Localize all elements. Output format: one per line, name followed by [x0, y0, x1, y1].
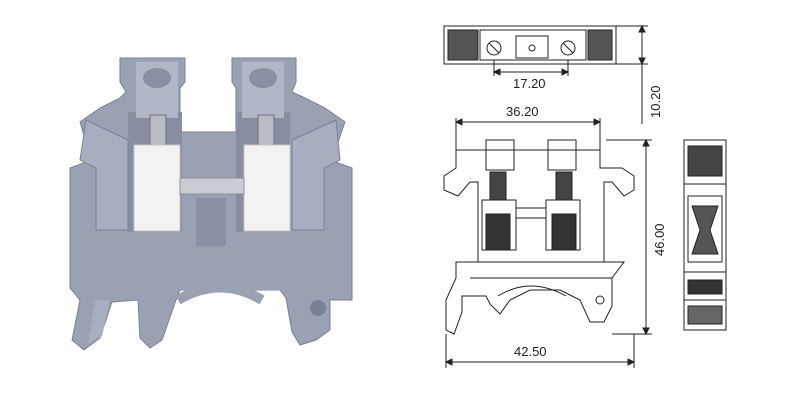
side-view-outline [683, 139, 727, 331]
right-rib [291, 119, 341, 231]
right-clamp [243, 144, 291, 232]
left-screw-hole [143, 68, 171, 88]
dim-front-height: 46.00 [652, 223, 667, 256]
right-screw [257, 114, 275, 146]
metal-bridge [179, 177, 245, 195]
terminal-block-photo [69, 57, 353, 351]
technical-drawing [443, 24, 727, 368]
front-view [443, 118, 652, 368]
lower-body [96, 238, 328, 290]
top-view-outline [443, 25, 617, 65]
front-view-right-tower [547, 139, 577, 171]
side-view [683, 139, 727, 331]
left-rib [79, 119, 129, 231]
top-view-left-hatch [447, 29, 479, 61]
dim-top-width: 17.20 [513, 76, 546, 91]
dim-front-top-width: 36.20 [506, 104, 539, 119]
side-view-clamp [687, 195, 723, 263]
front-view-right-screw [555, 171, 573, 201]
top-view-left-screw [486, 40, 502, 56]
front-view-bridge [515, 207, 547, 219]
front-view-outline [443, 149, 635, 335]
mount-hole [310, 300, 326, 316]
top-view-right-screw [560, 40, 576, 56]
top-view [443, 24, 648, 124]
dim-front-base-width: 42.50 [514, 344, 547, 359]
foot-left [88, 300, 110, 344]
center-slot [196, 198, 226, 246]
front-view-left-tower [485, 139, 515, 171]
din-clip [175, 282, 265, 305]
front-view-mount-hole [595, 295, 605, 305]
dim-top-height: 10.20 [648, 85, 663, 118]
front-view-left-screw [489, 171, 507, 201]
left-clamp [133, 144, 181, 232]
right-screw-hole [249, 68, 277, 88]
top-view-slot [515, 35, 549, 59]
left-screw [149, 114, 167, 146]
top-view-right-hatch [587, 29, 613, 61]
